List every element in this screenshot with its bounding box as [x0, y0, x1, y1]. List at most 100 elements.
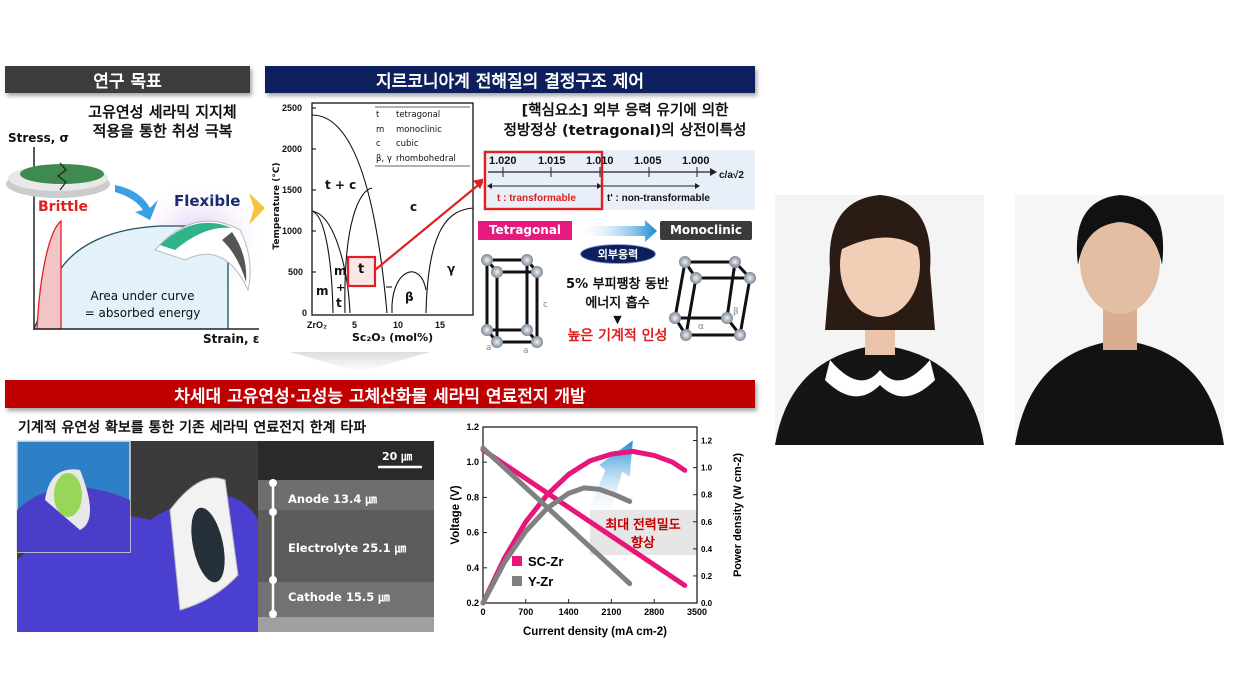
goal-title-line1: 고유연성 세라믹 지지체	[88, 103, 237, 121]
external-stress-badge: 외부응력	[580, 244, 656, 264]
legend-row: β, γ rhombohedral	[376, 152, 456, 167]
legend-symbol: β, γ	[376, 153, 392, 164]
x-tick-label: 1400	[559, 607, 579, 617]
region-c: c	[410, 200, 418, 214]
non-transformable-label: t' : non-transformable	[607, 193, 710, 204]
down-arrow-icon: ▼	[613, 313, 622, 326]
y-tick-label: 1.0	[466, 457, 479, 467]
annotation-line1: 최대 전력밀도	[605, 517, 680, 532]
effect-line2: 에너지 흡수	[585, 296, 650, 311]
lattice-alpha: α	[698, 322, 704, 332]
plot-frame	[482, 426, 698, 604]
flexible-cell-photo	[16, 440, 258, 632]
legend-symbol: m	[376, 124, 385, 135]
voltage-line-Y-Zr	[480, 445, 633, 587]
y2-tick-label: 1.0	[701, 464, 713, 473]
y2-tick-label: 0.4	[701, 545, 713, 554]
scale-bar-label: 20 ㎛	[382, 450, 413, 463]
anode-label: Anode 13.4 ㎛	[288, 492, 377, 506]
y-tick-label: 0.8	[466, 492, 479, 502]
monoclinic-label: Monoclinic	[660, 221, 752, 240]
area-line2: = absorbed energy	[84, 306, 201, 320]
electrolyte-label: Electrolyte 25.1 ㎛	[288, 541, 407, 555]
x-axis-label: Sc₂O₃ (mol%)	[352, 331, 434, 344]
region-mt: m	[334, 264, 347, 278]
region-mt: t	[336, 296, 342, 310]
legend-name: rhombohedral	[396, 153, 456, 164]
area-note: Area under curve = absorbed energy	[70, 288, 215, 322]
legend-row: c cubic	[376, 137, 456, 152]
legend-swatch	[512, 576, 522, 586]
region-beta: β	[405, 290, 414, 304]
lattice-c: c	[543, 300, 548, 310]
goal-title: 고유연성 세라믹 지지체 적용을 통한 취성 극복	[75, 103, 250, 141]
area-line1: Area under curve	[90, 289, 195, 303]
y-tick-label: 0.2	[466, 598, 479, 608]
tetragonal-lattice	[481, 254, 543, 348]
scale-tick: 1.010	[586, 155, 614, 167]
goal-title-line2: 적용을 통한 취성 극복	[92, 122, 233, 140]
region-mt: +	[336, 281, 346, 294]
portrait-female	[775, 195, 984, 445]
voltage-line-SC-Zr	[480, 447, 688, 588]
effect-text: 5% 부피팽창 동반 에너지 흡수 ▼ 높은 기계적 인성	[555, 275, 680, 346]
key-line2: 정방정상 (tetragonal)의 상전이특성	[503, 123, 747, 139]
tetragonal-label: Tetragonal	[478, 221, 572, 240]
x-tick: 15	[435, 320, 446, 330]
temperature-axis-label: Temperature (°C)	[272, 162, 282, 250]
region-t: t	[358, 262, 365, 277]
y-tick: 2000	[282, 144, 303, 154]
legend-name: monoclinic	[396, 124, 442, 135]
y-axis-label: Voltage (V)	[450, 485, 462, 544]
scale-axis-label: c/a√2	[719, 170, 744, 181]
scale-tick: 1.000	[682, 155, 710, 167]
x-axis-label: Current density (mA cm-2)	[523, 626, 667, 638]
lattice-a: a	[523, 346, 529, 356]
region-m: m	[316, 284, 329, 298]
legend-symbol: c	[376, 139, 381, 149]
portrait-male	[1015, 195, 1224, 445]
x-tick-label: 2100	[601, 607, 621, 617]
x-tick-label: 3500	[687, 607, 707, 617]
legend-name: cubic	[396, 139, 419, 149]
increase-arrow-icon	[586, 440, 633, 520]
y-tick: 2500	[282, 103, 303, 113]
legend-name: tetragonal	[396, 110, 441, 120]
y2-tick-label: 0.6	[701, 518, 713, 527]
scale-tick: 1.015	[538, 155, 566, 167]
power-line-SC-Zr	[480, 448, 688, 606]
legend-row: t tetragonal	[376, 108, 456, 123]
region-tc: t + c	[325, 178, 357, 192]
y-tick: 500	[288, 267, 304, 277]
legend-swatch	[512, 556, 522, 566]
cathode-label: Cathode 15.5 ㎛	[288, 590, 390, 604]
legend-symbol: t	[376, 110, 380, 120]
transformable-label: t : transformable	[497, 193, 576, 204]
key-line1: [핵심요소] 외부 응력 유기에 의한	[521, 103, 729, 119]
development-subtitle: 기계적 유연성 확보를 통한 기존 세라믹 연료전지 한계 타파	[18, 420, 367, 436]
legend-label: Y-Zr	[528, 574, 553, 589]
lattice-beta: β	[733, 307, 739, 317]
x-tick-label: 700	[518, 607, 533, 617]
lattice-gamma: γ	[733, 262, 739, 272]
result-text: 높은 기계적 인성	[567, 328, 668, 344]
x-tick: 5	[352, 320, 358, 330]
power-line-Y-Zr	[480, 485, 633, 606]
chevron-down-shape	[290, 352, 430, 372]
research-goal-header: 연구 목표	[5, 66, 250, 93]
stress-axis-label: Stress, σ	[8, 131, 69, 145]
x-tick: ZrO₂	[307, 320, 327, 330]
y2-tick-label: 1.2	[701, 437, 713, 446]
phase-legend: t tetragonal m monoclinic c cubic β, γ rhomb…	[376, 108, 456, 166]
legend-label: SC-Zr	[528, 554, 563, 569]
scale-tick: 1.020	[489, 155, 517, 167]
effect-line1: 5% 부피팽창 동반	[566, 277, 669, 292]
y2-tick-label: 0.0	[701, 599, 713, 608]
region-gamma: γ	[447, 262, 456, 276]
y-tick-label: 0.4	[466, 563, 479, 573]
brittle-label: Brittle	[38, 199, 89, 215]
key-mechanism-title: [핵심요소] 외부 응력 유기에 의한 정방정상 (tetragonal)의 상…	[490, 101, 760, 141]
y2-axis-label: Power density (W cm-2)	[732, 453, 744, 577]
x-tick-label: 2800	[644, 607, 664, 617]
